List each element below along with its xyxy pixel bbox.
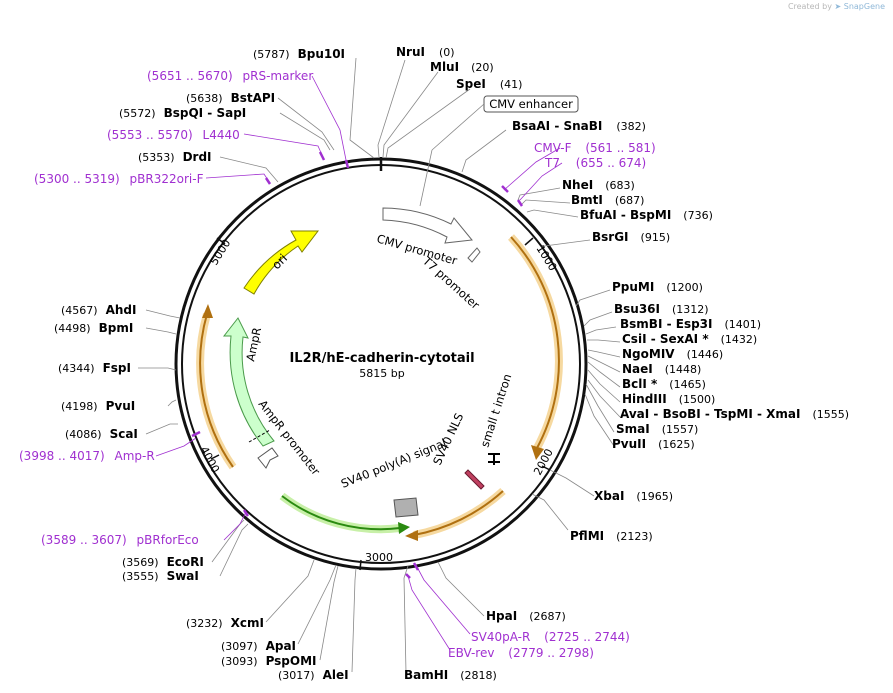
ampr-feature	[222, 317, 275, 447]
credit-prefix: Created by	[787, 2, 832, 11]
site-ngomiv: NgoMIV(1446)	[622, 347, 723, 361]
site-alei: (3017)AleI	[278, 668, 349, 682]
site-naei: NaeI(1448)	[622, 362, 701, 376]
site-xcmi: (3232)XcmI	[186, 616, 264, 630]
orf-arc-left	[196, 312, 237, 470]
primer-l4440: (5553 .. 5570) L4440	[107, 128, 240, 142]
ampr-label: AmpR	[243, 326, 264, 363]
site-apai: (3097)ApaI	[221, 639, 296, 653]
orf-arc-bottom-core	[413, 490, 504, 536]
ampr-dash	[248, 429, 271, 443]
site-bcli: BclI *(1465)	[622, 377, 706, 391]
site-pflmi: PflMI(2123)	[570, 529, 653, 543]
cmv-enhancer-lead2	[419, 149, 433, 207]
site-bfuai-bspmi: BfuAI - BspMI(736)	[580, 208, 713, 222]
credit-brand: SnapGene	[843, 2, 885, 11]
cmv-enhancer-lead	[431, 103, 485, 151]
site-ppumi: PpuMI(1200)	[612, 280, 703, 294]
site-bspqi-sapi: (5572)BspQI - SapI	[119, 106, 246, 120]
primer-cmv-f: CMV-F (561 .. 581)	[534, 141, 656, 155]
orf-arc-right-core	[510, 236, 560, 449]
site-xbai: XbaI(1965)	[594, 489, 673, 503]
snapgene-logo-icon: ➤	[834, 2, 842, 11]
site-bsrgi: BsrGI(915)	[592, 230, 670, 244]
orf-arc-right-head	[531, 445, 544, 460]
scale-ticks	[210, 237, 551, 571]
small-t-intron-marker	[488, 453, 500, 465]
site-bsmbi-esp3i: BsmBI - Esp3I(1401)	[620, 317, 761, 331]
site-mlui: MluI(20)	[430, 60, 494, 74]
snapgene-credit: Created by ➤ SnapGene	[788, 2, 885, 11]
plasmid-length: 5815 bp	[359, 367, 404, 380]
site-smai: SmaI(1557)	[616, 422, 698, 436]
orf-arc-bottom	[413, 488, 506, 539]
sv40-polya-box	[393, 497, 419, 518]
site-bsu36i: Bsu36I(1312)	[614, 302, 709, 316]
site-drdi: (5353)DrdI	[138, 150, 212, 164]
site-ecori: (3569)EcoRI	[122, 555, 204, 569]
site-bamhi: BamHI(2818)	[404, 668, 497, 682]
primer-prs-marker: (5651 .. 5670) pRS-marker	[147, 69, 313, 83]
site-ahdi: (4567)AhdI	[61, 303, 136, 317]
scale-tick-5000: 5000	[208, 237, 234, 268]
site-bmti: BmtI(687)	[571, 193, 644, 207]
site-swai: (3555)SwaI	[122, 569, 199, 583]
site-spei: SpeI(41)	[456, 77, 522, 91]
site-fspi: (4344)FspI	[58, 361, 131, 375]
primer-marks	[191, 151, 524, 579]
scale-tick-3000: 3000	[365, 551, 393, 564]
primer-pbrforeco: (3589 .. 3607) pBRforEco	[41, 533, 199, 547]
primer-ebv-rev: EBV-rev (2779 .. 2798)	[448, 646, 594, 660]
site-avai-xmai: AvaI - BsoBI - TspMI - XmaI(1555)	[620, 407, 849, 421]
sv40-green-arc-head	[398, 522, 410, 534]
site-nhei: NheI(683)	[562, 178, 635, 192]
t7-promoter-arrow	[467, 247, 481, 263]
site-nrui: NruI(0)	[396, 45, 455, 59]
small-t-intron-label: small t intron	[478, 372, 515, 449]
site-bsaai-snabi: BsaAI - SnaBI(382)	[512, 119, 646, 133]
leader-lines	[138, 57, 621, 673]
sv40-green-arc-core	[281, 495, 401, 531]
cmv-enhancer-label: CMV enhancer	[489, 97, 573, 111]
ampr-promoter-arrow	[257, 447, 279, 469]
primer-pbr322ori-f: (5300 .. 5319) pBR322ori-F	[34, 172, 204, 186]
site-hpai: HpaI(2687)	[486, 609, 566, 623]
site-pspomi: (3093)PspOMI	[221, 654, 317, 668]
site-csii-sexai: CsiI - SexAI *(1432)	[622, 332, 757, 346]
site-bstapi: (5638)BstAPI	[186, 91, 275, 105]
primer-sv40pa-r: SV40pA-R (2725 .. 2744)	[471, 630, 630, 644]
ori-feature	[243, 230, 320, 295]
plasmid-name: IL2R/hE-cadherin-cytotail	[289, 351, 474, 366]
site-hindiii: HindIII(1500)	[622, 392, 715, 406]
site-bpu10i: (5787)Bpu10I	[253, 47, 345, 61]
site-pvui: (4198)PvuI	[61, 399, 135, 413]
orf-arc-left-head	[202, 304, 213, 318]
cmv-promoter-feature	[382, 207, 473, 244]
site-bpmi: (4498)BpmI	[54, 321, 133, 335]
sv40-nls-marker	[464, 469, 485, 490]
site-pvuii: PvuII(1625)	[612, 437, 695, 451]
site-scai: (4086)ScaI	[65, 427, 138, 441]
orf-arc-left-core	[199, 313, 234, 468]
orf-arc-bottom-head	[405, 530, 418, 541]
primer-amp-r: (3998 .. 4017) Amp-R	[19, 449, 155, 463]
primer-t7: T7 (655 .. 674)	[544, 156, 646, 170]
